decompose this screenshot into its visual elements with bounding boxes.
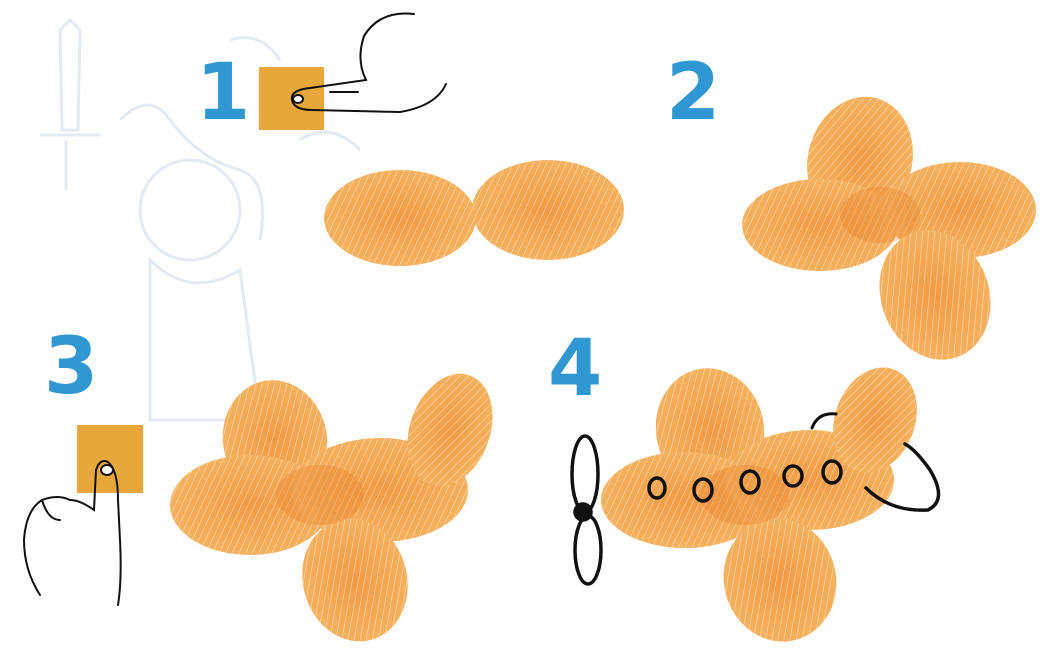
step-1-illustration [259, 13, 624, 266]
step-number-3: 3 [44, 328, 96, 406]
step-3-illustration [24, 362, 507, 650]
step-4-illustration [572, 356, 939, 650]
step-2-illustration [742, 85, 1036, 376]
step-number-1: 1 [196, 54, 248, 132]
step-number-4: 4 [548, 330, 600, 408]
propeller-icon [572, 436, 601, 584]
ink-pad [77, 425, 143, 493]
step-number-2: 2 [666, 54, 718, 132]
fingerprint-pair [324, 160, 624, 266]
tail-top [812, 414, 836, 428]
